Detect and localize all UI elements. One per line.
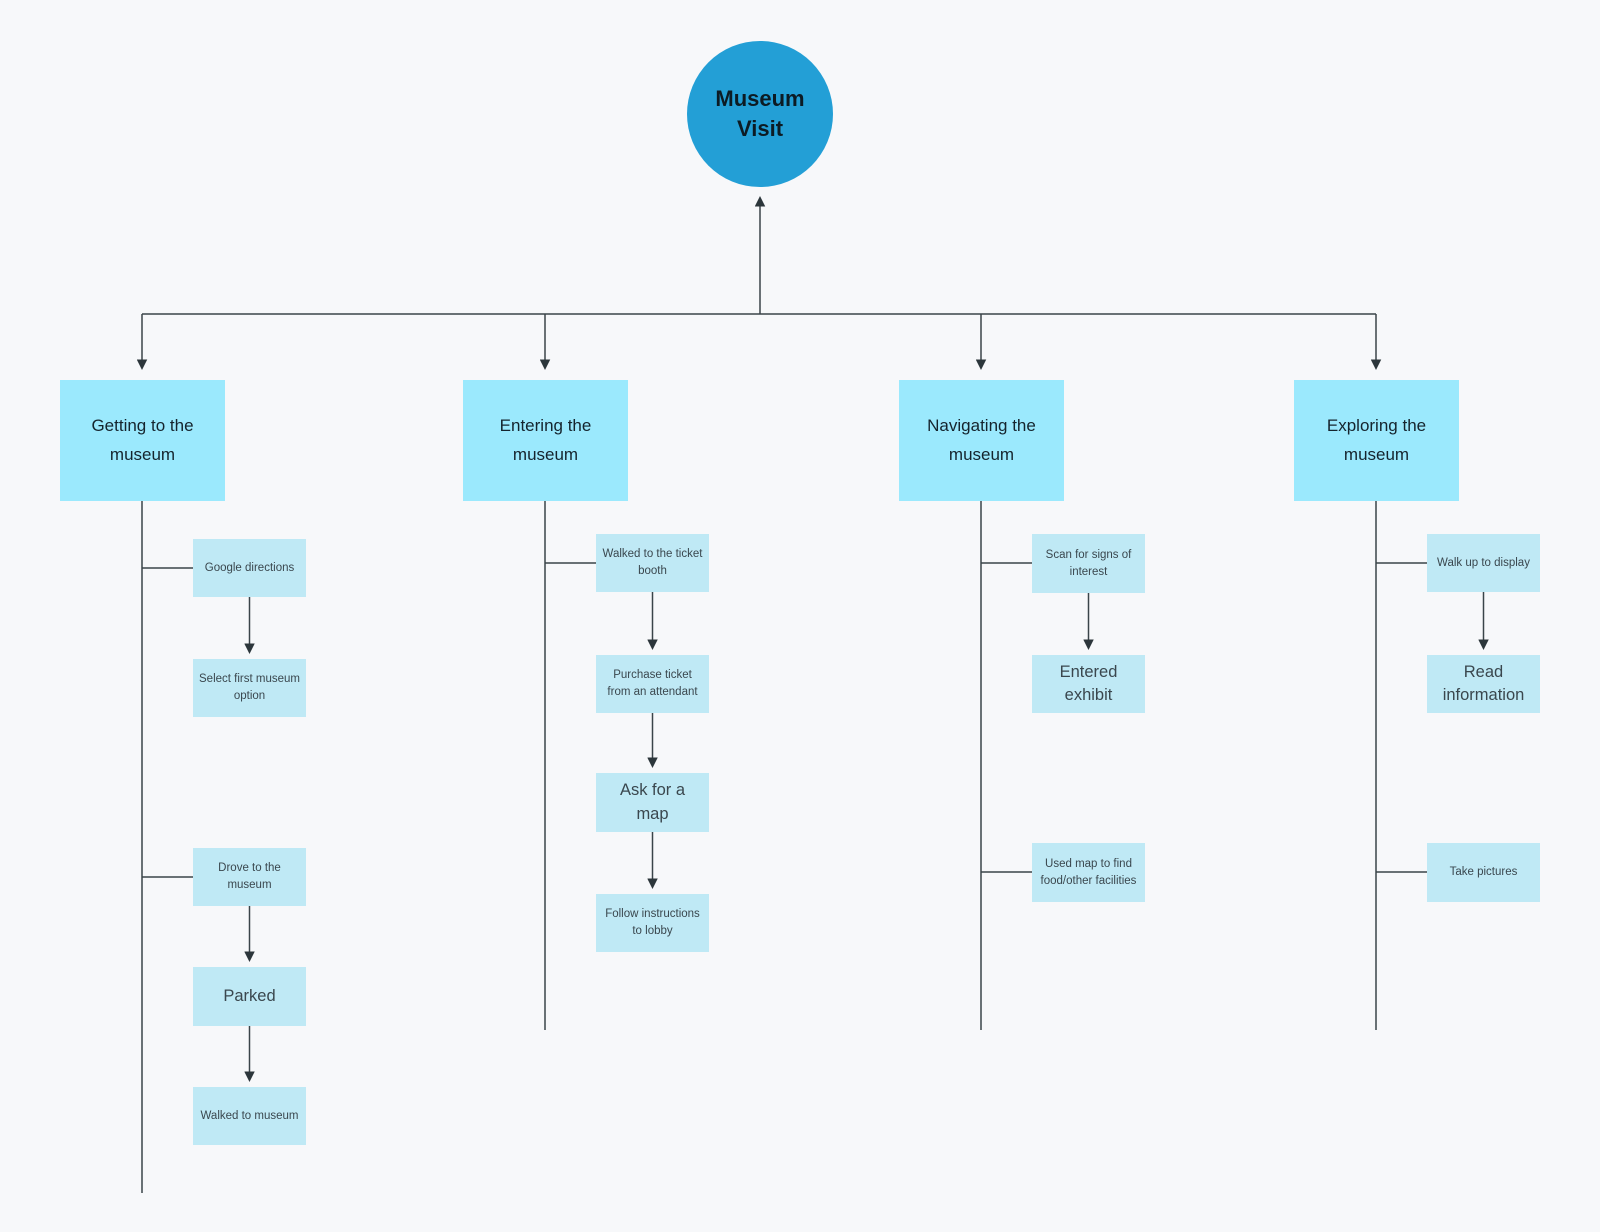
- step-label: Purchase ticket from an attendant: [607, 669, 698, 698]
- step-scan-for-signs[interactable]: Scan for signs of interest: [1032, 534, 1145, 593]
- step-label: Ask for a map: [619, 781, 686, 823]
- step-follow-instructions-to-lobby[interactable]: Follow instructions to lobby: [596, 894, 709, 952]
- step-label: Scan for signs of interest: [1045, 548, 1132, 578]
- step-label: Parked: [223, 986, 276, 1005]
- step-entered-exhibit[interactable]: Entered exhibit: [1032, 655, 1145, 713]
- branch-entering-the-museum[interactable]: Entering the museum: [463, 380, 628, 501]
- step-take-pictures[interactable]: Take pictures: [1427, 843, 1540, 902]
- step-read-information[interactable]: Read information: [1427, 655, 1540, 713]
- step-drove-to-the-museum[interactable]: Drove to the museum: [193, 848, 306, 906]
- step-label: Walk up to display: [1437, 556, 1530, 569]
- branch-label: Getting to the museum: [91, 416, 194, 464]
- step-ask-for-a-map[interactable]: Ask for a map: [596, 773, 709, 832]
- branch-label: Entering the museum: [499, 416, 592, 464]
- step-used-map-facilities[interactable]: Used map to find food/other facilities: [1032, 843, 1145, 902]
- step-label: Follow instructions to lobby: [605, 908, 700, 937]
- step-label: Used map to find food/other facilities: [1040, 857, 1137, 887]
- root-node-museum-visit[interactable]: Museum Visit: [687, 41, 833, 187]
- step-parked[interactable]: Parked: [193, 967, 306, 1026]
- branch-navigating-the-museum[interactable]: Navigating the museum: [899, 380, 1064, 501]
- branch-label: Navigating the museum: [927, 416, 1036, 464]
- step-label: Drove to the museum: [218, 862, 281, 891]
- step-label: Walked to the ticket booth: [602, 548, 703, 577]
- step-walk-up-to-display[interactable]: Walk up to display: [1427, 534, 1540, 592]
- branch-getting-to-the-museum[interactable]: Getting to the museum: [60, 380, 225, 501]
- step-label: Google directions: [204, 561, 295, 574]
- root-node-label: Museum Visit: [715, 86, 805, 141]
- step-label: Select first museum option: [199, 673, 300, 702]
- step-select-first-museum-option[interactable]: Select first museum option: [193, 659, 306, 717]
- branch-exploring-the-museum[interactable]: Exploring the museum: [1294, 380, 1459, 501]
- step-label: Take pictures: [1449, 866, 1518, 879]
- step-label: Entered exhibit: [1059, 662, 1118, 704]
- step-walked-to-ticket-booth[interactable]: Walked to the ticket booth: [596, 534, 709, 592]
- step-label: Walked to museum: [200, 1109, 299, 1122]
- step-google-directions[interactable]: Google directions: [193, 539, 306, 597]
- step-walked-to-museum[interactable]: Walked to museum: [193, 1087, 306, 1145]
- branch-label: Exploring the museum: [1326, 416, 1427, 464]
- step-label: Read information: [1442, 662, 1525, 704]
- step-purchase-ticket[interactable]: Purchase ticket from an attendant: [596, 655, 709, 713]
